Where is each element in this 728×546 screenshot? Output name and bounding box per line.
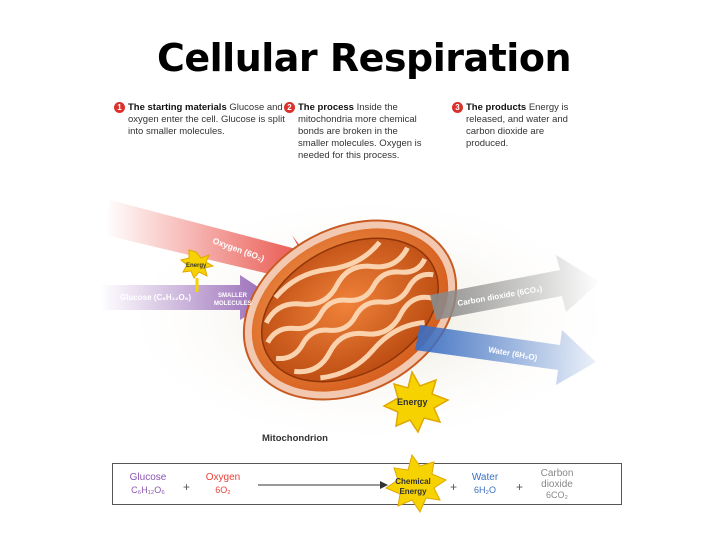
plus-sign: + xyxy=(516,480,524,494)
energy-large-label: Energy xyxy=(397,397,428,407)
mitochondrion xyxy=(242,219,458,401)
step-text: Glucose and oxygen enter the cell. Gluco… xyxy=(128,102,285,137)
co2-formula: 6CO₂ xyxy=(546,490,568,500)
step-products: 3 The products Energy is released, and w… xyxy=(452,102,576,150)
step-heading: The starting materials xyxy=(128,102,227,113)
carbon-dioxide-arrow xyxy=(430,255,600,320)
energy-star-small xyxy=(179,249,215,279)
glucose-name: Glucose xyxy=(129,472,167,483)
water-name: Water xyxy=(471,472,499,483)
plus-sign: + xyxy=(183,480,191,494)
smaller-molecules-label: MOLECULES xyxy=(214,301,252,307)
step-heading: The products xyxy=(466,102,527,113)
page-title: Cellular Respiration xyxy=(156,36,572,80)
mitochondrion-label: Mitochondrion xyxy=(262,433,328,444)
glucose-formula: C₆H₁₂O₆ xyxy=(131,485,165,495)
equation-carbon-dioxide: Carbon dioxide 6CO₂ xyxy=(532,468,582,501)
co2-line2: dioxide xyxy=(541,479,573,490)
glucose-label: Glucose (C₆H₁₂O₆) xyxy=(120,293,191,302)
equation-glucose: Glucose C₆H₁₂O₆ xyxy=(120,472,176,496)
equation-oxygen: Oxygen 6O₂ xyxy=(198,472,248,496)
step-process: 2 The process Inside the mitochondria mo… xyxy=(284,102,430,162)
step-number-badge: 3 xyxy=(452,102,463,113)
oxygen-formula: 6O₂ xyxy=(215,485,231,495)
energy-small-label: Energy xyxy=(186,263,207,269)
step-number-badge: 2 xyxy=(284,102,295,113)
equation-chemical-energy: Chemical Energy xyxy=(389,477,437,497)
equation-box xyxy=(112,463,622,505)
oxygen-arrow xyxy=(105,200,318,295)
water-arrow xyxy=(415,325,596,385)
step-heading: The process xyxy=(298,102,354,113)
step-text: Energy is released, and water and carbon… xyxy=(466,102,569,149)
glucose-arrow xyxy=(100,275,275,320)
chemical-energy-line1: Chemical xyxy=(395,477,431,486)
energy-star-large xyxy=(382,370,450,434)
chemical-energy-line2: Energy xyxy=(399,487,427,496)
smaller-molecules-label: SMALLER xyxy=(218,293,248,299)
step-number-badge: 1 xyxy=(114,102,125,113)
equation-water: Water 6H₂O xyxy=(464,472,506,496)
water-formula: 6H₂O xyxy=(474,485,496,495)
step-text: Inside the mitochondria more chemical bo… xyxy=(298,102,422,161)
plus-sign: + xyxy=(450,480,458,494)
oxygen-name: Oxygen xyxy=(205,472,241,483)
co2-line1: Carbon xyxy=(540,468,574,479)
step-starting-materials: 1 The starting materials Glucose and oxy… xyxy=(114,102,288,138)
